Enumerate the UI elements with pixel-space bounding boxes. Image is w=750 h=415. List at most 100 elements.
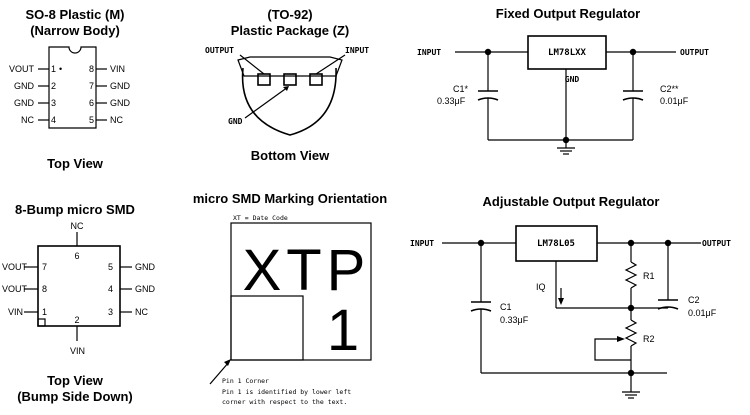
smd-title: 8-Bump micro SMD: [15, 202, 135, 217]
to92-flat-face: [237, 56, 343, 77]
smd-right-label: NC: [135, 307, 148, 317]
fixed-gnd-label: GND: [565, 75, 580, 84]
so8-subtitle: (Narrow Body): [30, 23, 120, 38]
to92-input-label: INPUT: [345, 46, 369, 55]
so8-title: SO-8 Plastic (M): [26, 7, 125, 22]
smd-top-label: NC: [71, 221, 84, 231]
smd-right-label: GND: [135, 284, 156, 294]
smd-bottom-number: 2: [74, 315, 79, 325]
fixed-c2-value: 0.01μF: [660, 96, 689, 106]
so8-body: [48, 46, 97, 129]
smd-pin1-marker: [37, 318, 46, 327]
adj-c1-name: C1: [500, 302, 512, 312]
to92-gnd-label: GND: [228, 117, 243, 126]
smd-left-number: 1: [42, 307, 47, 317]
adj-r2-wiper-arrowhead: [617, 336, 625, 342]
to92-package-diagram: (TO-92) Plastic Package (Z) OUTPUT INPUT…: [205, 7, 369, 163]
smd-caption-sub: (Bump Side Down): [17, 389, 133, 404]
to92-subtitle: Plastic Package (Z): [231, 23, 350, 38]
smd-left-number: 8: [42, 284, 47, 294]
smd-bottom-label: VIN: [70, 346, 85, 356]
so8-pin8-number: 8: [89, 64, 94, 74]
ground-icon: [557, 147, 575, 155]
adj-r1-resistor: [624, 261, 638, 289]
so8-pin8-label: VIN: [110, 64, 125, 74]
ground-icon: [622, 391, 640, 399]
fixed-c2-name: C2**: [660, 84, 679, 94]
to92-gnd-arrowhead: [283, 86, 289, 91]
adj-c2-value: 0.01μF: [688, 308, 717, 318]
so8-pin7-label: GND: [110, 81, 131, 91]
smd-right-label: GND: [135, 262, 156, 272]
adj-c1-value: 0.33μF: [500, 315, 529, 325]
so8-pin3-number: 3: [51, 98, 56, 108]
fixed-ic-label: LM78LXX: [548, 48, 587, 58]
to92-output-leader: [239, 54, 265, 75]
so8-pin4-number: 4: [51, 115, 56, 125]
smd-right-number: 4: [108, 284, 113, 294]
so8-pin4-label: NC: [21, 115, 34, 125]
adj-title: Adjustable Output Regulator: [483, 194, 660, 209]
pin1-leader: [209, 361, 230, 385]
so8-pin1-label: VOUT: [9, 64, 35, 74]
so8-pin3-label: GND: [14, 98, 35, 108]
smd-caption: Top View: [47, 373, 104, 388]
adj-output-label: OUTPUT: [702, 239, 731, 248]
fixed-c1-value: 0.33μF: [437, 96, 466, 106]
smd-body: [37, 245, 121, 327]
date-code-note: XT = Date Code: [233, 214, 288, 222]
marking-orientation-diagram: micro SMD Marking Orientation XT = Date …: [193, 191, 387, 406]
smd-left-label: VOUT: [2, 284, 28, 294]
adjustable-regulator-schematic: Adjustable Output Regulator INPUT OUTPUT…: [410, 194, 731, 399]
fixed-title: Fixed Output Regulator: [496, 6, 640, 21]
so8-package-diagram: SO-8 Plastic (M) (Narrow Body) VOUT 1• G…: [9, 7, 131, 171]
fixed-regulator-schematic: Fixed Output Regulator INPUT OUTPUT LM78…: [417, 6, 709, 155]
pin1-quadrant: [230, 295, 304, 361]
so8-caption: Top View: [47, 156, 104, 171]
marking-title: micro SMD Marking Orientation: [193, 191, 387, 206]
smd-right-number: 5: [108, 262, 113, 272]
adj-r2-wiper-wire: [594, 338, 631, 361]
marking-char-1: 1: [327, 298, 359, 363]
to92-gnd-leader: [244, 86, 289, 119]
pin1-arrowhead: [224, 359, 231, 366]
to92-body-outline: [241, 67, 337, 136]
so8-pin2-label: GND: [14, 81, 35, 91]
adj-r1-label: R1: [643, 271, 655, 281]
micro-smd-pinout: 8-Bump micro SMD NC 6 2 VIN VOUT VOUT VI…: [2, 202, 156, 404]
adj-iq-arrowhead: [558, 298, 564, 305]
so8-pin6-label: GND: [110, 98, 131, 108]
adj-ic-label: LM78L05: [537, 239, 575, 249]
marking-char-p: P: [327, 238, 366, 303]
adj-input-label: INPUT: [410, 239, 434, 248]
to92-output-label: OUTPUT: [205, 46, 234, 55]
smd-left-number: 7: [42, 262, 47, 272]
fixed-c1-name: C1*: [453, 84, 469, 94]
fixed-output-label: OUTPUT: [680, 48, 709, 57]
so8-pin2-number: 2: [51, 81, 56, 91]
so8-pin5-number: 5: [89, 115, 94, 125]
smd-left-label: VOUT: [2, 262, 28, 272]
to92-input-leader: [315, 54, 346, 75]
pin1-note-title: Pin 1 Corner: [222, 377, 269, 385]
adj-r2-resistor: [624, 319, 638, 347]
smd-top-number: 6: [74, 251, 79, 261]
adj-c2-name: C2: [688, 295, 700, 305]
so8-pin5-label: NC: [110, 115, 123, 125]
fixed-ic-box: [527, 35, 607, 70]
adj-r2-label: R2: [643, 334, 655, 344]
to92-title: (TO-92): [267, 7, 312, 22]
smd-left-label: VIN: [8, 307, 23, 317]
pin1-note-line1: Pin 1 is identified by lower left: [222, 388, 351, 396]
marking-char-x: X: [243, 238, 282, 303]
marking-char-t: T: [286, 238, 321, 303]
adj-iq-label: IQ: [536, 282, 546, 292]
to92-lead-gnd: [283, 73, 297, 86]
fixed-input-label: INPUT: [417, 48, 441, 57]
pin1-note-line2: corner with respect to the text.: [222, 398, 347, 406]
so8-pin7-number: 7: [89, 81, 94, 91]
to92-caption: Bottom View: [251, 148, 330, 163]
so8-pin6-number: 6: [89, 98, 94, 108]
